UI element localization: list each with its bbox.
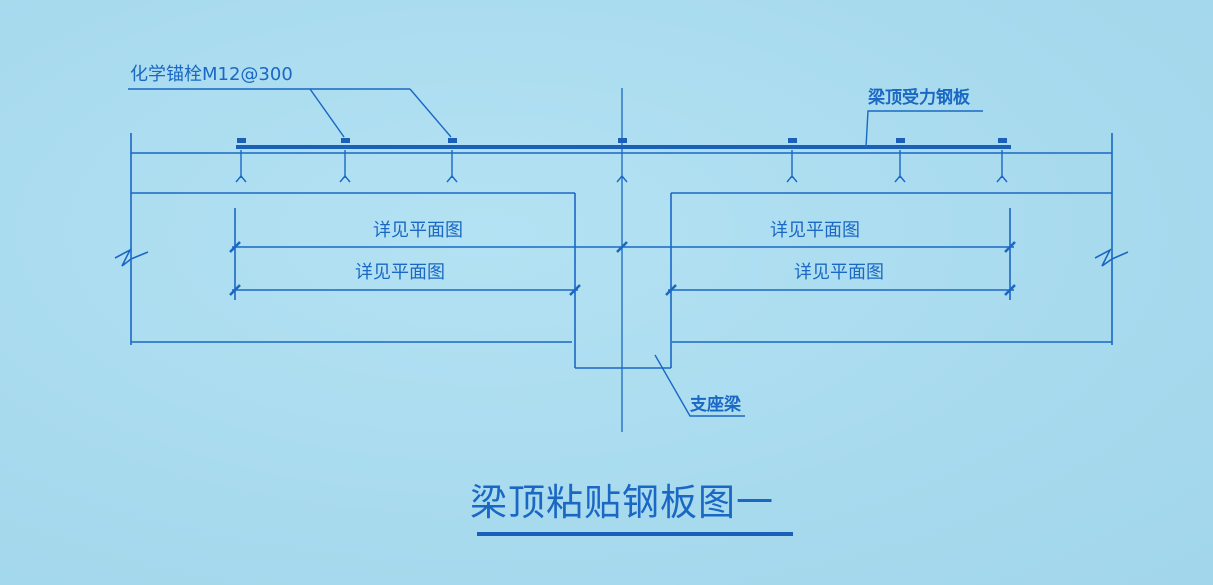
anchor-bolt bbox=[446, 138, 458, 183]
anchor-bolt bbox=[786, 138, 798, 183]
top-plate-leader bbox=[865, 110, 983, 148]
drawing-title: 梁顶粘贴钢板图一 bbox=[470, 481, 774, 524]
title-underline bbox=[477, 532, 793, 536]
dimension-text-upper-left: 详见平面图 bbox=[373, 220, 463, 241]
dim-tick bbox=[665, 284, 677, 296]
dimension-text-lower-right: 详见平面图 bbox=[794, 262, 884, 283]
support-beam-leader bbox=[654, 354, 745, 417]
anchor-bolt bbox=[996, 138, 1008, 183]
dim-tick bbox=[229, 284, 241, 296]
dim-tick bbox=[569, 284, 581, 296]
anchor-bolt bbox=[616, 138, 628, 183]
anchor-bolt-leader bbox=[128, 88, 345, 138]
right-break-symbol bbox=[1094, 248, 1129, 267]
dim-tick bbox=[616, 241, 628, 253]
dim-tick bbox=[1004, 241, 1016, 253]
dimension-text-lower-left: 详见平面图 bbox=[355, 262, 445, 283]
anchor-bolt bbox=[894, 138, 906, 183]
anchor-bolt-leader-2 bbox=[409, 88, 452, 138]
anchor-bolt bbox=[339, 138, 351, 183]
dim-tick bbox=[1004, 284, 1016, 296]
top-plate-label: 梁顶受力钢板 bbox=[867, 87, 971, 108]
anchor-bolt bbox=[235, 138, 247, 183]
dim-tick bbox=[229, 241, 241, 253]
support-beam-label: 支座梁 bbox=[690, 394, 742, 415]
anchor-bolt-label: 化学锚栓M12@300 bbox=[130, 64, 293, 85]
left-break-symbol bbox=[114, 248, 149, 267]
dimension-text-upper-right: 详见平面图 bbox=[770, 220, 860, 241]
